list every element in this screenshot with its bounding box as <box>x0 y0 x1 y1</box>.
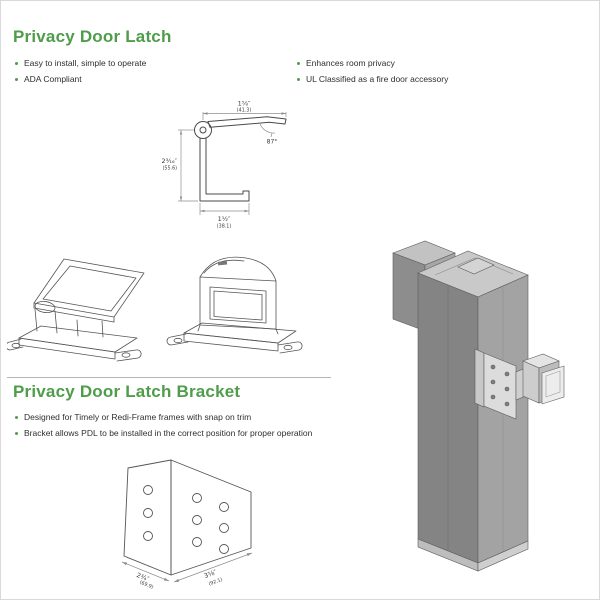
dim-bottom-label: 1½″ <box>218 215 231 223</box>
latch-closed-svg <box>166 256 303 354</box>
bracket-section-title: Privacy Door Latch Bracket <box>13 382 241 401</box>
bracket-dim-right-label: 3⅝″ <box>203 568 218 580</box>
latch-open-isometric-drawing <box>5 241 159 374</box>
bracket-svg: 2¾″ (69.9) 3⅝″ (92.1) <box>121 459 253 591</box>
latch-profile-svg: 1⅝″ (41.3) 87° 2³⁄₁₆″ (55.6) 1½″ (38.1) <box>162 100 287 230</box>
bullet-item: Bracket allows PDL to be installed in th… <box>15 428 315 439</box>
bullet-icon <box>15 62 18 65</box>
dim-left-label: 2³⁄₁₆″ <box>162 157 178 165</box>
bullet-text: Designed for Timely or Redi-Frame frames… <box>24 412 252 422</box>
bullet-item: UL Classified as a fire door accessory <box>297 74 589 85</box>
bullet-icon <box>297 78 300 81</box>
bullet-text: Bracket allows PDL to be installed in th… <box>24 428 313 438</box>
bullet-item: Enhances room privacy <box>297 58 589 69</box>
latch-bullets-right: Enhances room privacy UL Classified as a… <box>297 58 589 90</box>
angle-label: 87° <box>267 139 278 146</box>
bullet-item: Easy to install, simple to operate <box>15 58 277 69</box>
latch-bullets-left: Easy to install, simple to operate ADA C… <box>15 58 277 90</box>
bracket-dim-right-mm-label: (92.1) <box>208 577 224 588</box>
bullet-icon <box>15 78 18 81</box>
bullet-item: ADA Compliant <box>15 74 277 85</box>
bullet-text: ADA Compliant <box>24 74 82 84</box>
frame-render-svg <box>392 240 565 572</box>
dim-top-mm-label: (41.3) <box>237 108 252 114</box>
bullet-text: UL Classified as a fire door accessory <box>306 74 449 84</box>
latch-profile-drawing: 1⅝″ (41.3) 87° 2³⁄₁₆″ (55.6) 1½″ (38.1) <box>151 97 336 242</box>
bracket-isometric-drawing: 2¾″ (69.9) 3⅝″ (92.1) <box>96 450 276 599</box>
section-divider <box>7 377 331 378</box>
bracket-dim-left-mm-label: (69.9) <box>139 580 155 591</box>
bullet-item: Designed for Timely or Redi-Frame frames… <box>15 412 315 423</box>
bullet-icon <box>15 416 18 419</box>
door-frame-3d-render <box>363 231 578 584</box>
latch-section-title: Privacy Door Latch <box>13 27 172 46</box>
latch-closed-isometric-drawing <box>164 235 316 372</box>
latch-open-svg <box>5 258 145 362</box>
bullet-text: Enhances room privacy <box>306 58 395 68</box>
bullet-icon <box>15 432 18 435</box>
bullet-icon <box>297 62 300 65</box>
bullet-text: Easy to install, simple to operate <box>24 58 147 68</box>
dim-bottom-mm-label: (38.1) <box>217 224 232 230</box>
dim-left-mm-label: (55.6) <box>163 166 178 172</box>
bracket-bullets: Designed for Timely or Redi-Frame frames… <box>15 412 315 444</box>
dim-top-label: 1⅝″ <box>238 100 251 108</box>
